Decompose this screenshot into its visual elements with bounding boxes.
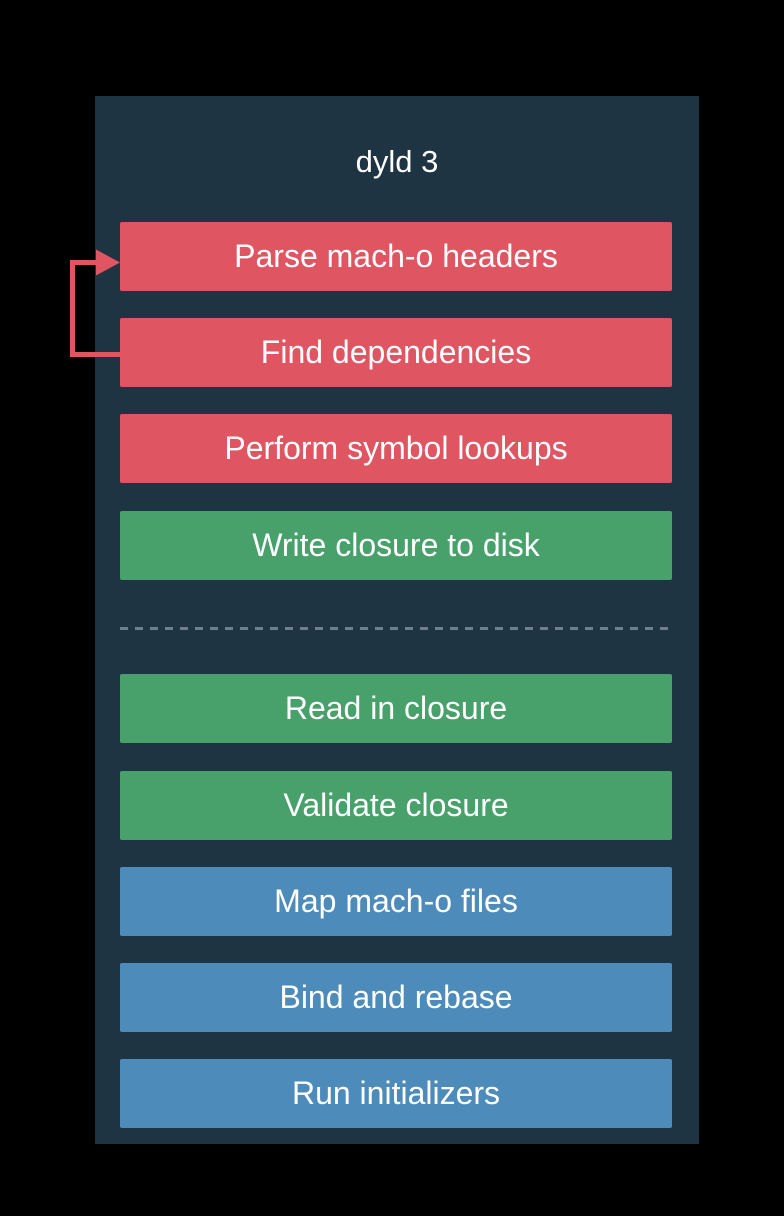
step-find-dependencies: Find dependencies xyxy=(120,318,672,387)
step-bind-and-rebase: Bind and rebase xyxy=(120,963,672,1032)
step-map-mach-o-files: Map mach-o files xyxy=(120,867,672,936)
step-run-initializers: Run initializers xyxy=(120,1059,672,1128)
step-read-in-closure: Read in closure xyxy=(120,674,672,743)
panel-title: dyld 3 xyxy=(355,144,439,179)
dyld3-panel: dyld 3 Parse mach-o headers Find depende… xyxy=(95,96,699,1144)
step-validate-closure: Validate closure xyxy=(120,771,672,840)
dashed-divider-line xyxy=(120,627,672,630)
step-write-closure-to-disk: Write closure to disk xyxy=(120,511,672,580)
step-parse-mach-o-headers: Parse mach-o headers xyxy=(120,222,672,291)
step-perform-symbol-lookups: Perform symbol lookups xyxy=(120,414,672,483)
